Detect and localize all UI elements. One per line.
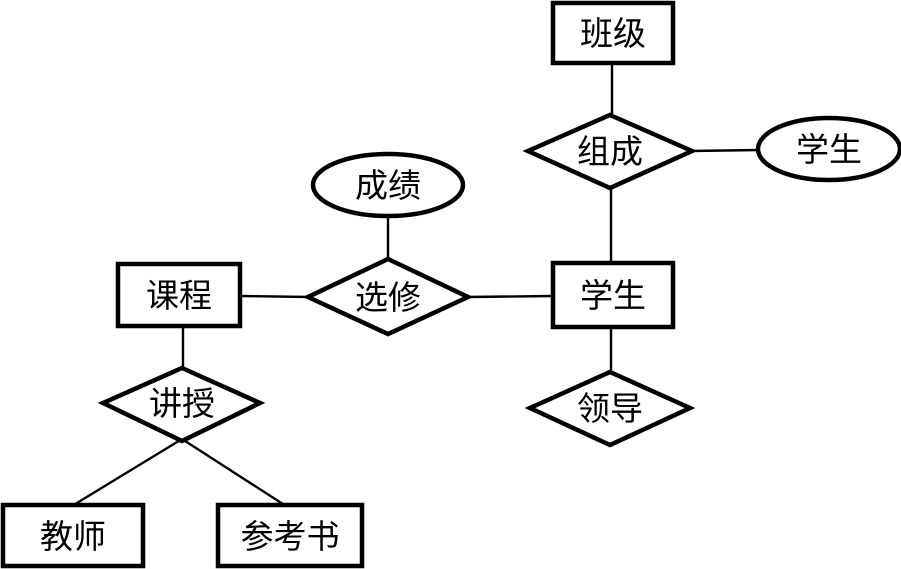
entity-cankaoshu-label: 参考书: [241, 519, 340, 556]
entity-cankaoshu: 参考书: [215, 502, 365, 569]
relationship-jiangshou-label: 讲授: [149, 386, 215, 423]
relationship-lingdao: 领导: [524, 369, 696, 448]
connector-xuanxiu-xuesheng: [465, 294, 554, 299]
relationship-xuanxiu: 选修: [302, 256, 474, 337]
entity-banji-box: [550, 0, 676, 66]
entity-banji: 班级: [550, 0, 676, 66]
attribute-xuesheng-ellipse: [755, 115, 901, 183]
attribute-chengji: 成绩: [310, 151, 466, 219]
entity-kecheng-box: [115, 261, 243, 329]
relationship-lingdao-label: 领导: [577, 391, 643, 428]
relationship-lingdao-diamond: [524, 369, 696, 448]
relationship-xuanxiu-label: 选修: [355, 280, 421, 317]
attribute-xuesheng-label: 学生: [796, 132, 862, 169]
entity-xuesheng-box: [550, 260, 676, 330]
connector-jiangshou-jiaoshi: [71, 437, 183, 508]
entity-xuesheng: 学生: [550, 260, 676, 330]
entity-xuesheng-label: 学生: [580, 278, 646, 315]
relationship-jiangshou: 讲授: [97, 365, 266, 444]
entity-kecheng-label: 课程: [146, 279, 212, 315]
attribute-chengji-label: 成绩: [355, 168, 421, 205]
entity-cankaoshu-box: [215, 502, 365, 569]
entity-kecheng: 课程: [115, 261, 243, 329]
entity-banji-label: 班级: [580, 16, 646, 53]
entity-jiaoshi: 教师: [0, 502, 146, 569]
entity-jiaoshi-box: [0, 502, 146, 569]
relationship-zucheng-label: 组成: [577, 134, 643, 171]
connector-jiangshou-cankaoshu: [181, 437, 287, 508]
connector-zucheng-xuesheng-attr: [689, 148, 760, 153]
connector-kecheng-xuanxiu: [239, 294, 311, 299]
attribute-chengji-ellipse: [310, 151, 466, 219]
relationship-jiangshou-diamond: [97, 365, 266, 444]
entity-jiaoshi-label: 教师: [40, 519, 106, 556]
relationship-xuanxiu-diamond: [302, 256, 474, 337]
connectors: [71, 63, 760, 508]
attribute-xuesheng: 学生: [755, 115, 901, 183]
relationship-zucheng-diamond: [522, 112, 698, 191]
relationship-zucheng: 组成: [522, 112, 698, 191]
